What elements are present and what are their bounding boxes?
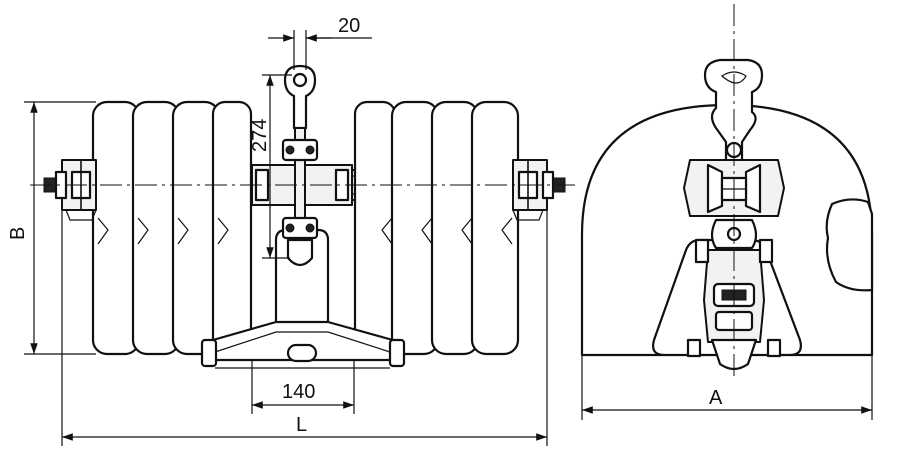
dimension-base-width-label: 140: [282, 381, 315, 403]
dimension-total-length: L: [61, 210, 548, 446]
side-lug: [825, 198, 874, 292]
left-end-clamp: [43, 159, 97, 221]
weight-disc: [470, 100, 520, 356]
dimension-side-width-label: A: [709, 387, 723, 409]
right-end-clamp: [512, 159, 566, 221]
suspension-link: [281, 64, 319, 267]
dimension-link-length: 274: [249, 74, 292, 259]
left-weights: [91, 100, 253, 356]
right-weights: [353, 100, 520, 356]
side-lower-link: [686, 218, 782, 371]
dimension-height-label: B: [7, 227, 29, 240]
weight-disc: [353, 100, 397, 356]
dimension-link-length-label: 274: [249, 119, 271, 152]
dimension-gap-width-label: 20: [338, 15, 360, 37]
weight-disc: [211, 100, 253, 356]
dimension-total-length-label: L: [296, 414, 307, 436]
dimension-side-width: A: [581, 355, 873, 420]
dimension-gap-width: 20: [268, 15, 372, 70]
dimension-height: B: [7, 101, 96, 355]
front-view: [30, 64, 575, 369]
dimension-base-width: 140: [251, 360, 355, 414]
side-view: [580, 4, 874, 380]
